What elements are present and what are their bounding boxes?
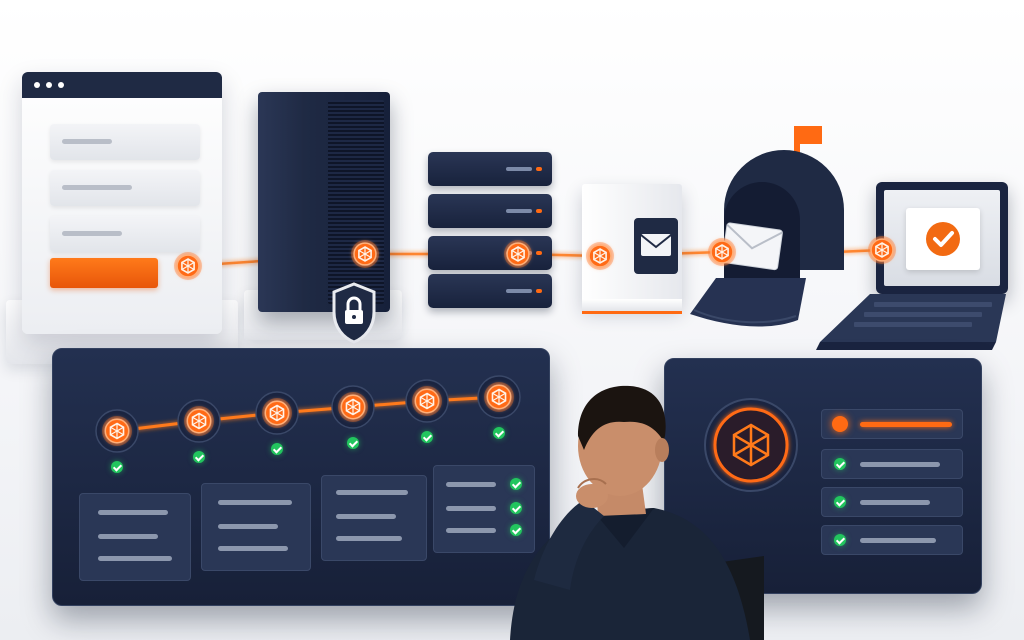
laptop-display bbox=[884, 190, 1000, 286]
window-dot-icon bbox=[58, 82, 64, 88]
pipeline-node-4 bbox=[586, 242, 614, 270]
detail-tile-1[interactable] bbox=[79, 493, 191, 581]
hero-node bbox=[704, 398, 798, 492]
tracking-panel bbox=[52, 348, 550, 606]
window-dot-icon bbox=[46, 82, 52, 88]
check-circle-icon bbox=[834, 534, 846, 546]
check-circle-icon bbox=[834, 496, 846, 508]
laptop-keyboard-base bbox=[816, 294, 1006, 350]
check-circle-icon bbox=[834, 458, 846, 470]
person-thinking-icon bbox=[510, 385, 764, 640]
confirmation-check-icon bbox=[926, 222, 960, 256]
server-rack-unit-4 bbox=[428, 274, 552, 308]
hexagon-network-node-icon bbox=[732, 423, 770, 467]
form-field-2[interactable] bbox=[50, 170, 200, 206]
mail-relay-base bbox=[582, 299, 682, 314]
detail-tile-2[interactable] bbox=[201, 483, 311, 571]
tracking-step-2 bbox=[177, 399, 221, 443]
detail-row-active[interactable] bbox=[821, 409, 963, 439]
server-rack-unit-1 bbox=[428, 152, 552, 186]
pipeline-node-6 bbox=[868, 236, 896, 264]
check-circle-icon bbox=[493, 427, 505, 439]
check-circle-icon bbox=[271, 443, 283, 455]
active-indicator-icon bbox=[832, 416, 848, 432]
padlock-shield-icon bbox=[332, 282, 376, 344]
pipeline-node-1 bbox=[174, 252, 202, 280]
tracking-step-6 bbox=[477, 375, 521, 419]
form-field-1[interactable] bbox=[50, 124, 200, 160]
detail-row[interactable] bbox=[821, 525, 963, 555]
mail-relay-box bbox=[582, 184, 682, 314]
tracking-step-4 bbox=[331, 385, 375, 429]
check-circle-icon bbox=[111, 461, 123, 473]
mailbox-icon bbox=[690, 126, 844, 327]
tracking-step-1 bbox=[95, 409, 139, 453]
server-tower-vent bbox=[328, 100, 384, 304]
detail-row[interactable] bbox=[821, 487, 963, 517]
pipeline-node-2 bbox=[351, 240, 379, 268]
pipeline-node-3 bbox=[504, 240, 532, 268]
submit-button[interactable] bbox=[50, 258, 158, 288]
form-field-3[interactable] bbox=[50, 216, 200, 252]
detail-row[interactable] bbox=[821, 449, 963, 479]
server-tower bbox=[258, 92, 390, 312]
check-circle-icon bbox=[510, 524, 522, 536]
check-circle-icon bbox=[510, 502, 522, 514]
progress-bar bbox=[860, 422, 952, 427]
check-circle-icon bbox=[421, 431, 433, 443]
tracking-step-3 bbox=[255, 391, 299, 435]
check-circle-icon bbox=[347, 437, 359, 449]
mail-relay-screen bbox=[634, 218, 678, 274]
server-rack-unit-2 bbox=[428, 194, 552, 228]
window-dot-icon bbox=[34, 82, 40, 88]
login-form-window bbox=[22, 72, 222, 334]
laptop-screen bbox=[876, 182, 1008, 294]
detail-tile-3[interactable] bbox=[321, 475, 427, 561]
detail-tile-4[interactable] bbox=[433, 465, 535, 553]
check-circle-icon bbox=[193, 451, 205, 463]
confirmation-card bbox=[906, 208, 980, 270]
detail-panel bbox=[664, 358, 982, 594]
pipeline-node-5 bbox=[708, 238, 736, 266]
tracking-step-5 bbox=[405, 379, 449, 423]
browser-title-bar bbox=[22, 72, 222, 98]
check-circle-icon bbox=[510, 478, 522, 490]
envelope-icon bbox=[640, 234, 672, 256]
